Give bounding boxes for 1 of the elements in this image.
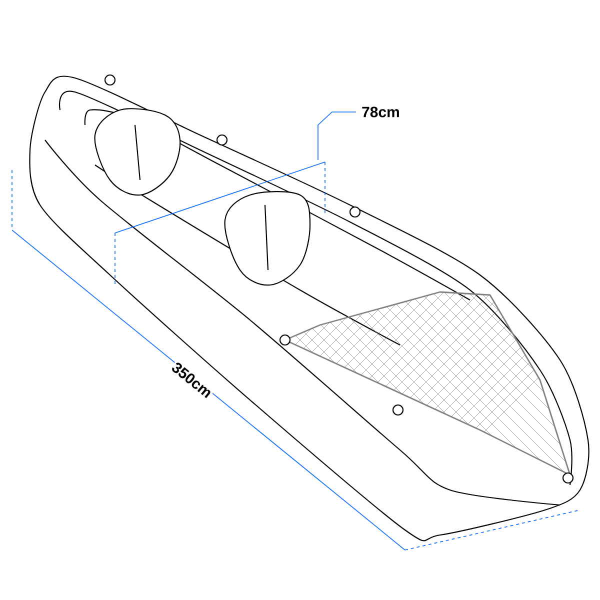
dimension-label: 78cm: [362, 106, 399, 118]
